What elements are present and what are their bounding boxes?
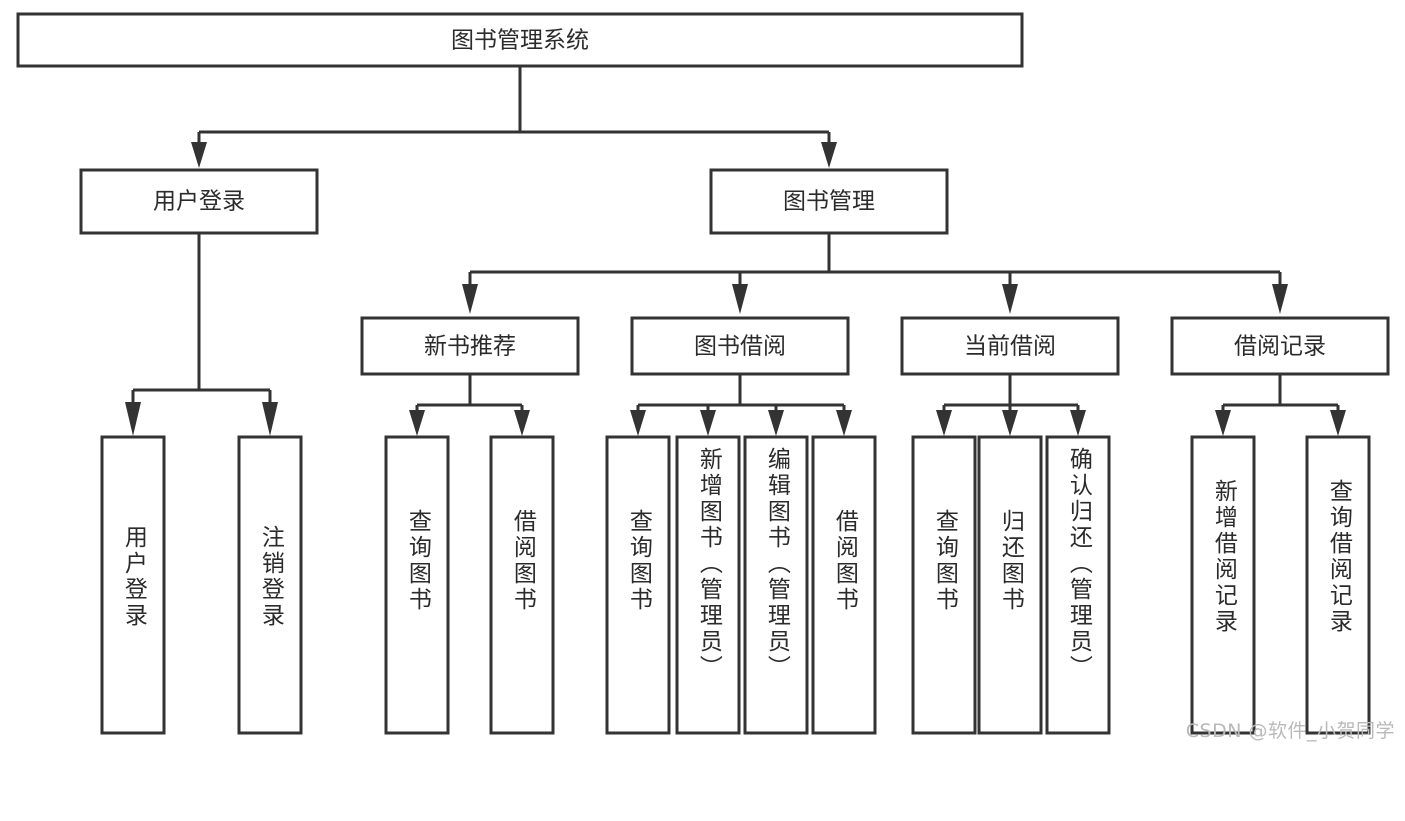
connector-group-borrow-record <box>1215 374 1346 436</box>
node-book-borrow[interactable]: 图书借阅 <box>630 316 850 376</box>
arrow-to-leaf-return-book <box>1002 410 1018 436</box>
leaf-query-record-box[interactable] <box>1305 435 1371 735</box>
leaf-add-book-box[interactable] <box>675 435 741 735</box>
arrow-root-to-book-manage <box>821 142 837 168</box>
arrow-to-leaf-query-book-3 <box>936 410 952 436</box>
node-current-borrow-label: 当前借阅 <box>964 334 1056 360</box>
arrow-to-new-book-recommend <box>462 284 478 314</box>
leaf-query-book-2-box[interactable] <box>605 435 671 735</box>
arrow-to-leaf-borrow-book-1 <box>514 410 530 436</box>
csdn-watermark: CSDN @软件_小贺同学 <box>1185 720 1395 742</box>
node-new-book-recommend-box[interactable] <box>360 316 580 376</box>
leaf-query-book-1-box[interactable] <box>384 435 450 735</box>
node-current-borrow-box[interactable] <box>900 316 1120 376</box>
leaf-edit-book-box[interactable] <box>743 435 809 735</box>
node-book-manage-label: 图书管理 <box>783 189 875 215</box>
arrow-to-borrow-record <box>1272 284 1288 314</box>
node-root-label: 图书管理系统 <box>451 28 589 54</box>
leaf-boxes <box>100 435 1371 735</box>
arrow-to-leaf-query-record <box>1330 410 1346 436</box>
leaf-add-record-box[interactable] <box>1190 435 1256 735</box>
leaf-borrow-book-2-box[interactable] <box>811 435 877 735</box>
connector-group-new-book-recommend <box>409 374 530 436</box>
arrow-to-leaf-user-login <box>125 402 141 436</box>
arrow-to-leaf-query-book-2 <box>630 410 646 436</box>
node-borrow-record-label: 借阅记录 <box>1234 334 1326 360</box>
leaf-user-login-box[interactable] <box>100 435 166 735</box>
node-new-book-recommend[interactable]: 新书推荐 <box>360 316 580 376</box>
node-user-login-label: 用户登录 <box>153 189 245 215</box>
leaf-logout-login-box[interactable] <box>237 435 303 735</box>
node-book-manage[interactable]: 图书管理 <box>709 168 949 235</box>
node-root[interactable]: 图书管理系统 <box>16 12 1024 68</box>
flowchart-canvas: 图书管理系统 用户登录 图书管理 新书推荐 图书借阅 当前借阅 借阅记录 <box>16 12 1395 742</box>
arrow-root-to-user-login <box>191 142 207 168</box>
node-new-book-recommend-label: 新书推荐 <box>424 334 516 360</box>
arrow-to-leaf-edit-book <box>768 410 784 436</box>
arrow-to-leaf-confirm-return <box>1070 410 1086 436</box>
node-book-borrow-label: 图书借阅 <box>694 334 786 360</box>
hierarchy-diagram-svg: 图书管理系统 用户登录 图书管理 新书推荐 图书借阅 当前借阅 借阅记录 <box>16 12 1390 735</box>
node-book-manage-box[interactable] <box>709 168 949 235</box>
node-borrow-record-box[interactable] <box>1170 316 1390 376</box>
node-borrow-record[interactable]: 借阅记录 <box>1170 316 1390 376</box>
leaf-query-book-3-box[interactable] <box>911 435 977 735</box>
node-root-box[interactable] <box>16 12 1024 68</box>
node-user-login-box[interactable] <box>79 168 319 235</box>
arrow-to-leaf-query-book-1 <box>409 410 425 436</box>
leaf-borrow-book-1-box[interactable] <box>489 435 555 735</box>
arrow-to-book-borrow <box>732 284 748 314</box>
leaf-return-book-box[interactable] <box>977 435 1043 735</box>
leaf-confirm-return-box[interactable] <box>1045 435 1111 735</box>
arrow-to-current-borrow <box>1002 284 1018 314</box>
arrow-to-leaf-add-book <box>700 410 716 436</box>
connector-group-current-borrow <box>936 374 1086 436</box>
arrow-to-leaf-borrow-book-2 <box>836 410 852 436</box>
arrow-to-leaf-logout-login <box>262 402 278 436</box>
connector-group-user-login <box>125 233 278 436</box>
arrow-to-leaf-add-record <box>1215 410 1231 436</box>
connector-group-root <box>191 66 837 168</box>
connector-group-book-borrow <box>630 374 852 436</box>
connector-group-book-manage <box>462 233 1288 314</box>
node-user-login[interactable]: 用户登录 <box>79 168 319 235</box>
node-current-borrow[interactable]: 当前借阅 <box>900 316 1120 376</box>
node-book-borrow-box[interactable] <box>630 316 850 376</box>
